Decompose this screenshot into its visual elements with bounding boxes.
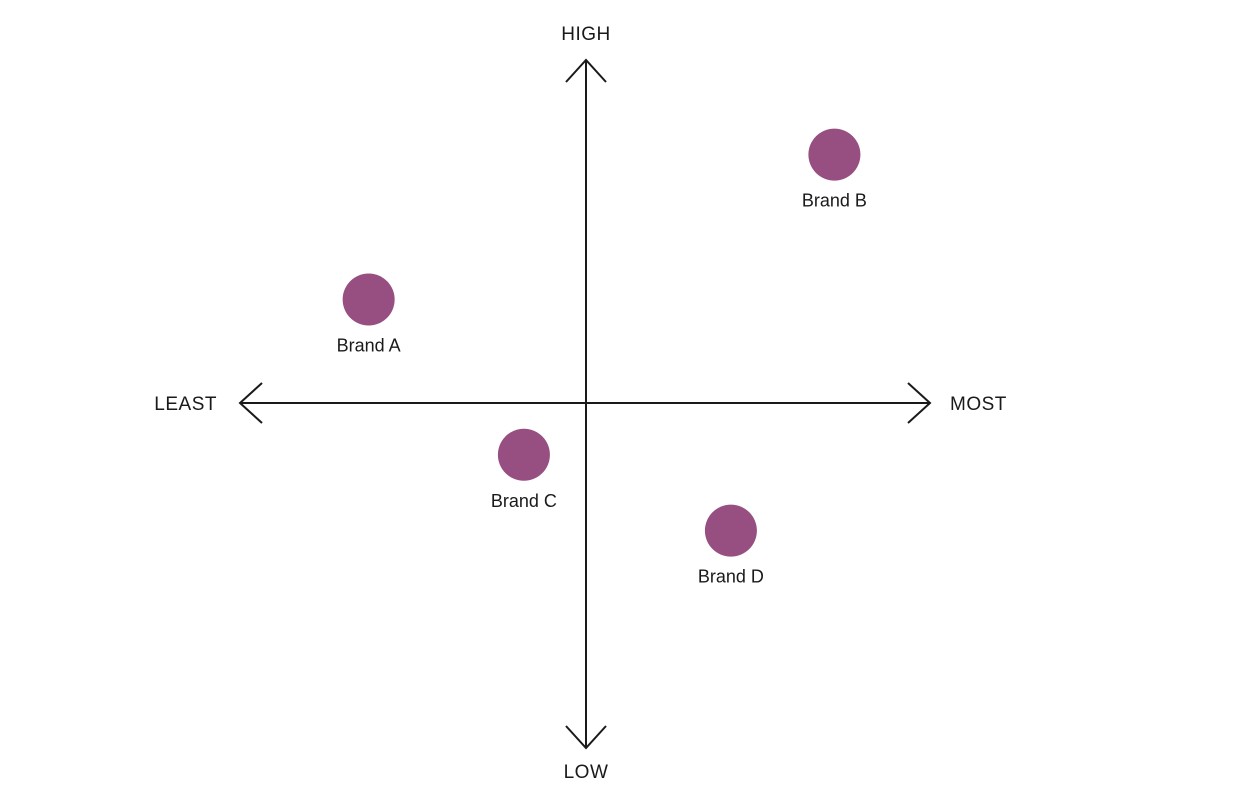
brand-point bbox=[808, 128, 861, 181]
arrowhead-right-icon bbox=[907, 382, 932, 424]
axis-label-low: LOW bbox=[564, 762, 609, 783]
brand-point bbox=[704, 504, 757, 557]
brand-point-label: Brand B bbox=[802, 191, 867, 211]
axis-label-least: LEAST bbox=[154, 394, 217, 415]
arrowhead-left-icon bbox=[238, 382, 263, 424]
brand-point bbox=[497, 428, 550, 481]
brand-point-label: Brand C bbox=[491, 491, 557, 511]
arrowhead-up-icon bbox=[565, 58, 607, 83]
axis-label-high: HIGH bbox=[561, 24, 611, 45]
brand-point bbox=[342, 273, 395, 326]
arrowhead-down-icon bbox=[565, 725, 607, 750]
axis-label-most: MOST bbox=[950, 394, 1007, 415]
brand-point-label: Brand D bbox=[698, 567, 764, 587]
brand-points-layer: Brand A Brand B Brand C Brand D bbox=[337, 128, 867, 587]
brand-point-label: Brand A bbox=[337, 336, 401, 356]
